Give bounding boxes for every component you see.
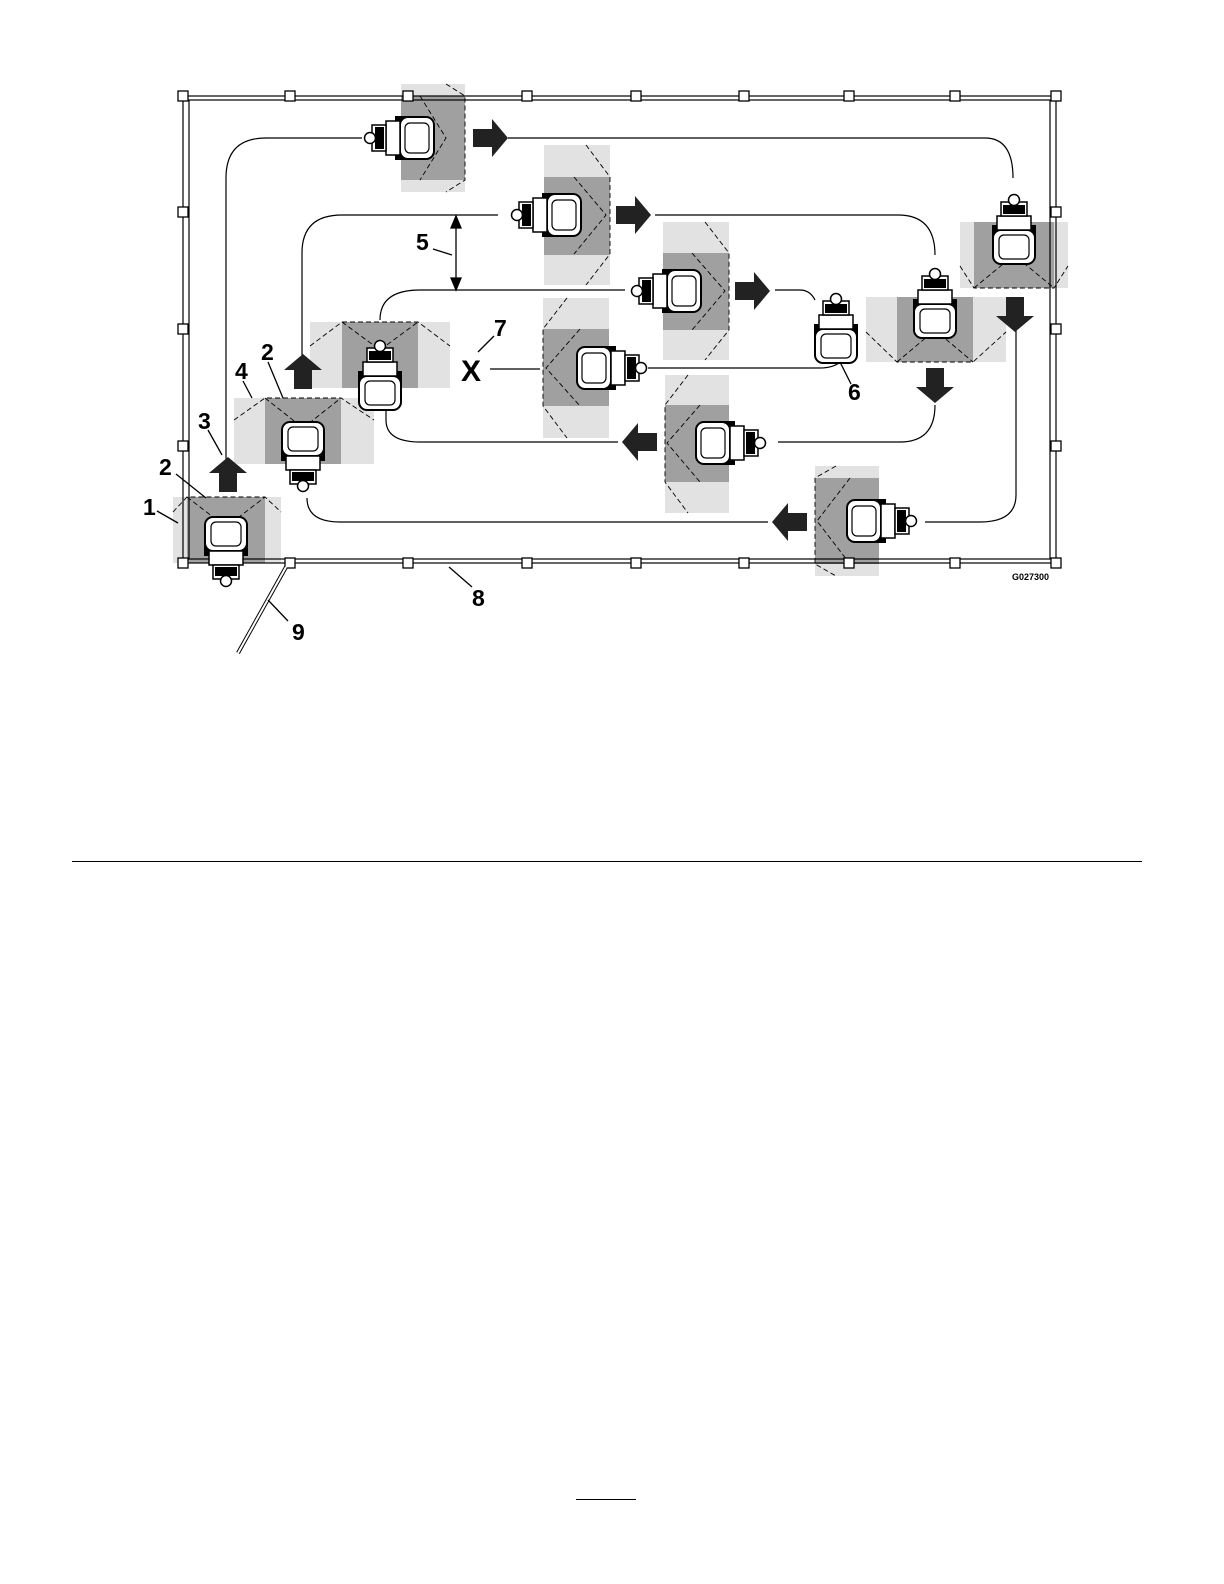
mowing-pattern-diagram: 1 2 3 4 2 5 6 7 X 8 9 G027300	[0, 0, 1224, 700]
mower-bottom-right	[847, 499, 917, 543]
callout-7: 7	[494, 315, 507, 341]
mower-lower-middle	[696, 421, 766, 465]
mower-right-outer	[992, 195, 1036, 265]
mower-turning	[814, 294, 858, 364]
callout-4: 4	[235, 358, 248, 384]
spacing-arrow	[451, 216, 461, 290]
figure-id: G027300	[1012, 572, 1049, 582]
section-divider	[72, 861, 1142, 862]
callout-9: 9	[292, 619, 305, 645]
callout-2a: 2	[159, 454, 172, 480]
x-mark: X	[461, 355, 481, 388]
callout-8: 8	[472, 585, 485, 611]
mower-center	[577, 346, 647, 390]
callout-1: 1	[143, 494, 156, 520]
mower-start	[204, 517, 248, 587]
callout-3: 3	[198, 408, 211, 434]
callout-2b: 2	[261, 339, 274, 365]
mower-top-2	[512, 193, 582, 237]
mower-left-up	[281, 422, 325, 492]
mower-top-3	[632, 269, 702, 313]
mower-right-inner	[913, 269, 957, 339]
callout-6: 6	[848, 379, 861, 405]
page-number-rule	[576, 1499, 636, 1500]
mower-top-1	[365, 116, 435, 160]
callout-5: 5	[416, 229, 429, 255]
